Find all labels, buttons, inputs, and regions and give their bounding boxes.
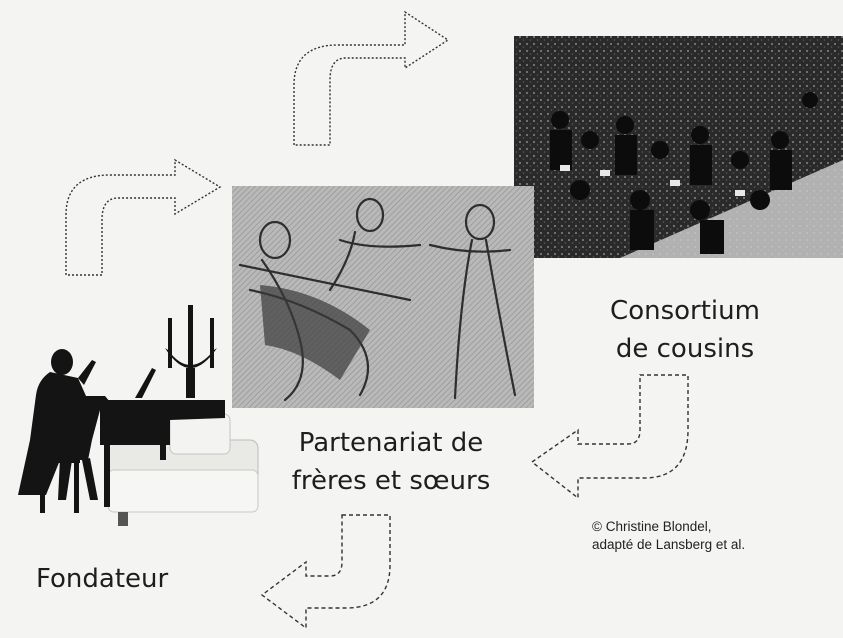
credit-line1: © Christine Blondel, xyxy=(592,519,712,534)
sibling-partnership-label-line2: frères et sœurs xyxy=(291,466,491,496)
orchestra-photo xyxy=(514,36,843,258)
sibling-partnership-label-line1: Partenariat de xyxy=(298,428,484,458)
arrow-up-right-icon xyxy=(65,158,222,276)
cousin-consortium-label-line1: Consortium xyxy=(610,296,760,326)
cousin-consortium-label-line2: de cousins xyxy=(615,334,755,364)
string-players-sketch xyxy=(232,186,534,408)
arrow-down-left-icon xyxy=(530,374,689,500)
cousin-consortium-label: Consortium de cousins xyxy=(590,292,780,368)
founder-label: Fondateur xyxy=(36,564,169,594)
founder-silhouette xyxy=(18,305,225,513)
copyright-credit: © Christine Blondel, adapté de Lansberg … xyxy=(592,518,745,554)
sibling-partnership-label: Partenariat de frères et sœurs xyxy=(270,424,512,500)
sofa-image xyxy=(107,413,259,526)
arrow-up-right-icon xyxy=(293,10,450,146)
arrow-down-left-icon xyxy=(260,514,391,630)
credit-line2: adapté de Lansberg et al. xyxy=(592,537,746,552)
